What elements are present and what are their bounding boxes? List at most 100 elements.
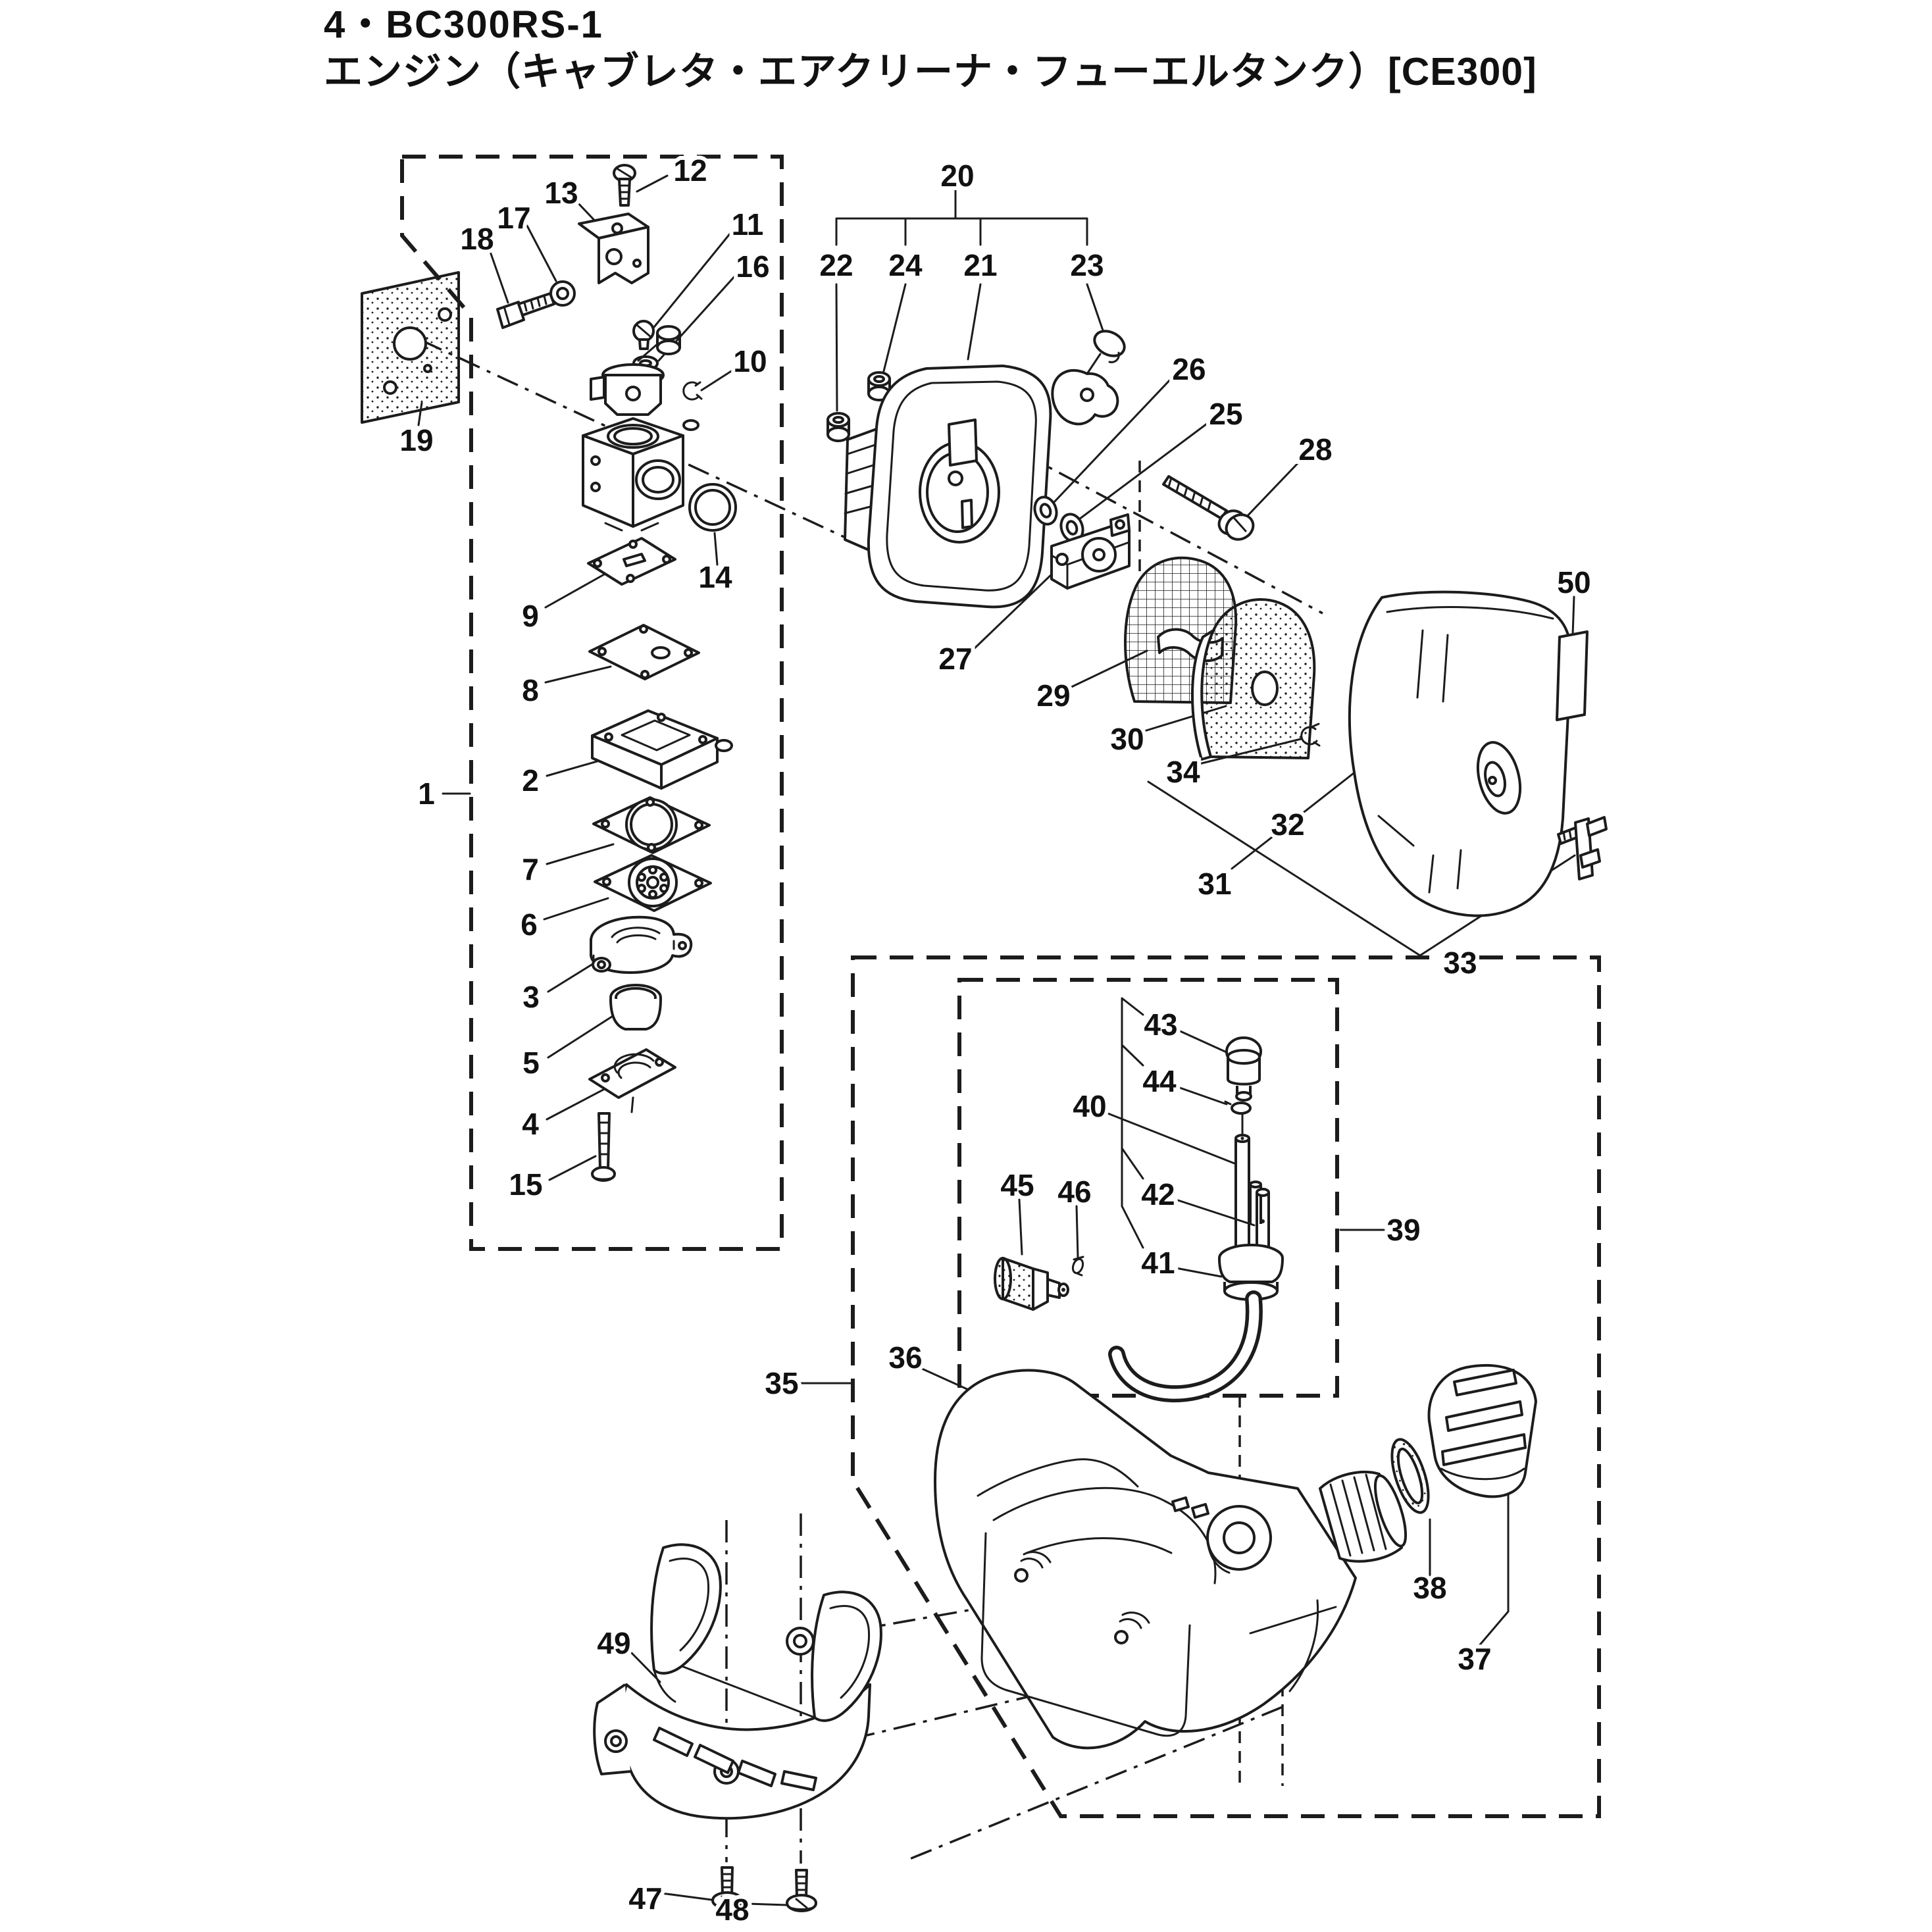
part-label-31: 31 (1198, 867, 1231, 901)
part-label-40: 40 (1073, 1089, 1106, 1123)
part-26-washer (1033, 496, 1058, 526)
part-11-adjust-screw (632, 320, 655, 350)
part-14-o-ring (688, 483, 737, 532)
carburetor-upper-body (590, 325, 681, 416)
fuel-pipe-assembly-box (957, 978, 1339, 1398)
part-label-11: 11 (732, 207, 764, 242)
part-46-clip (1071, 1256, 1084, 1277)
carburetor-main-body (582, 417, 699, 532)
fuel-hose (1108, 1290, 1263, 1403)
part-label-41: 41 (1141, 1246, 1175, 1280)
part-33-wing-bolt (1557, 816, 1608, 880)
part-label-47: 47 (628, 1881, 662, 1916)
part-22-collar (826, 412, 850, 442)
part-3-valve-body (590, 915, 693, 974)
part-label-37: 37 (1458, 1642, 1491, 1676)
part-label-5: 5 (522, 1046, 540, 1080)
part-18-bolt (496, 292, 555, 329)
part-7-gasket (592, 796, 711, 854)
part-label-29: 29 (1036, 678, 1070, 713)
part-50-decal (1556, 630, 1589, 721)
part-label-20: 20 (940, 159, 974, 193)
part-47-screw (711, 1866, 743, 1910)
page-header: 4・BC300RS-1 エンジン（キャブレタ・エアクリーナ・フューエルタンク）[… (324, 5, 1537, 93)
part-45-fuel-filter (994, 1257, 1069, 1311)
part-label-36: 36 (888, 1340, 922, 1375)
part-label-13: 13 (544, 176, 578, 210)
air-cleaner-section (826, 330, 1608, 917)
part-25-washer (1059, 513, 1084, 543)
part-28-screw (1162, 475, 1255, 541)
part-label-18: 18 (460, 222, 494, 256)
part-label-22: 22 (819, 248, 853, 282)
part-label-38: 38 (1413, 1571, 1446, 1605)
part-label-42: 42 (1141, 1177, 1175, 1211)
part-49-tank-guard (593, 1543, 882, 1820)
part-label-12: 12 (673, 153, 707, 188)
part-23-choke-lever (1051, 330, 1126, 426)
part-label-44: 44 (1142, 1064, 1177, 1098)
part-label-9: 9 (522, 599, 539, 633)
part-label-34: 34 (1166, 755, 1200, 789)
carburetor-kit-box (400, 155, 784, 1251)
part-21-cleaner-case (844, 365, 1052, 609)
part-31-cleaner-cover (1348, 590, 1573, 917)
part-13-bracket (578, 213, 649, 284)
part-17-washer (549, 280, 576, 307)
part-4-plate (588, 1048, 676, 1113)
part-label-39: 39 (1386, 1213, 1420, 1247)
part-label-48: 48 (715, 1893, 749, 1927)
part-44-o-ring (1224, 1100, 1252, 1115)
part-label-43: 43 (1144, 1007, 1177, 1042)
part-2-pump-body (591, 709, 733, 790)
part-label-10: 10 (733, 344, 767, 378)
fuel-tank-section (593, 1036, 1537, 1912)
part-12-screw (613, 164, 636, 207)
part-6-diaphragm (594, 854, 712, 912)
part-label-33: 33 (1443, 946, 1477, 980)
part-label-26: 26 (1172, 352, 1206, 386)
part-43-primer-bulb (1225, 1036, 1262, 1102)
part-label-46: 46 (1057, 1175, 1091, 1209)
part-label-50: 50 (1557, 565, 1590, 599)
part-30-element (1191, 598, 1316, 761)
part-27-bracket (1050, 513, 1131, 590)
part-label-30: 30 (1110, 722, 1144, 756)
part-label-3: 3 (522, 980, 540, 1014)
part-48-screw (786, 1869, 817, 1912)
part-label-4: 4 (522, 1107, 539, 1141)
part-38-cap-gasket (1390, 1438, 1430, 1514)
part-34-clip (1300, 723, 1321, 747)
part-8-gasket (588, 624, 700, 680)
part-9-metering-plate (587, 537, 676, 586)
part-10-e-ring (682, 381, 703, 401)
part-36-fuel-tank (934, 1369, 1408, 1750)
part-label-15: 15 (509, 1167, 542, 1202)
part-label-35: 35 (765, 1366, 798, 1400)
part-label-7: 7 (522, 852, 539, 886)
group-boxes (400, 155, 1601, 1818)
part-15-screw (591, 1112, 616, 1182)
part-label-32: 32 (1271, 807, 1304, 842)
part-label-21: 21 (963, 248, 997, 282)
part-label-14: 14 (698, 560, 732, 594)
part-5-primer-cup (609, 984, 662, 1030)
page-title: エンジン（キャブレタ・エアクリーナ・フューエルタンク）[CE300] (324, 49, 1537, 93)
part-19-insulator-plate (361, 271, 460, 424)
part-label-6: 6 (521, 907, 538, 942)
part-label-8: 8 (522, 673, 539, 707)
part-label-16: 16 (736, 249, 769, 284)
part-label-49: 49 (597, 1626, 630, 1660)
carburetor-section (361, 164, 737, 1182)
fuel-tank-assembly-box (851, 955, 1601, 1818)
part-label-19: 19 (399, 423, 433, 457)
part-label-28: 28 (1298, 432, 1332, 467)
part-label-23: 23 (1070, 248, 1104, 282)
part-label-27: 27 (938, 642, 972, 676)
part-label-17: 17 (497, 201, 530, 235)
part-label-24: 24 (888, 248, 923, 282)
model-code: 4・BC300RS-1 (324, 3, 603, 46)
part-label-45: 45 (1000, 1168, 1034, 1202)
